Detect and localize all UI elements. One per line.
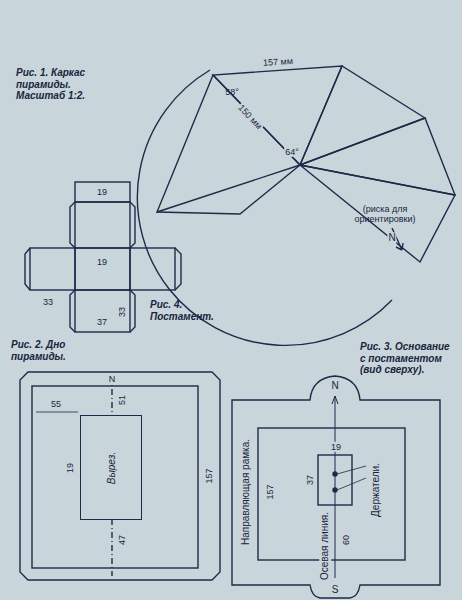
dimension-label: 157 мм bbox=[263, 56, 294, 68]
figure-caption: Рис. 2. Дно пирамиды. bbox=[11, 339, 121, 362]
dimension-label: 37 bbox=[305, 475, 315, 485]
dimension-label: N bbox=[108, 374, 117, 384]
dimension-label: 157 bbox=[265, 484, 275, 499]
dimension-label: S bbox=[331, 584, 340, 596]
figure-caption: Рис. 1. Каркас пирамиды. Масштаб 1:2. bbox=[16, 67, 88, 102]
figure-caption: Рис. 4. Постамент. bbox=[150, 299, 222, 322]
figure-caption: Рис. 3. Основание с постаментом (вид све… bbox=[360, 341, 452, 376]
dimension-label: 19 bbox=[97, 187, 107, 197]
cutout-label: Вырез. bbox=[106, 451, 117, 483]
dimension-label: 150 мм bbox=[235, 102, 264, 132]
dimension-label: 33 bbox=[117, 307, 127, 317]
dimension-label: 19 bbox=[65, 463, 75, 473]
dimension-label: N bbox=[330, 380, 339, 392]
dimension-label: 51 bbox=[117, 395, 127, 405]
pyramid-net bbox=[157, 66, 455, 262]
dimension-label: N bbox=[387, 232, 396, 244]
dimension-label: Осевая линия. bbox=[319, 511, 331, 581]
base-with-pedestal bbox=[232, 376, 440, 598]
dimension-label: Держатели. bbox=[370, 463, 382, 517]
dimension-label: 47 bbox=[117, 535, 127, 545]
dimension-label: 33 bbox=[43, 297, 53, 307]
dimension-label: 55 bbox=[51, 399, 61, 409]
cutout-box: Вырез. bbox=[80, 415, 142, 520]
dimension-label: 58° bbox=[225, 87, 239, 97]
dimension-label: Направляющая рамка. bbox=[240, 439, 252, 545]
pyramid-bottom bbox=[20, 372, 220, 580]
dimension-label: 64° bbox=[284, 147, 300, 157]
dimension-label: 19 bbox=[97, 257, 107, 267]
dimension-label: 60 bbox=[341, 534, 351, 546]
dimension-label: 19 bbox=[330, 442, 342, 452]
dimension-label: (риска для ориентировки) bbox=[344, 204, 426, 225]
dimension-label: 37 bbox=[97, 317, 107, 327]
dimension-label: 157 bbox=[204, 468, 214, 483]
